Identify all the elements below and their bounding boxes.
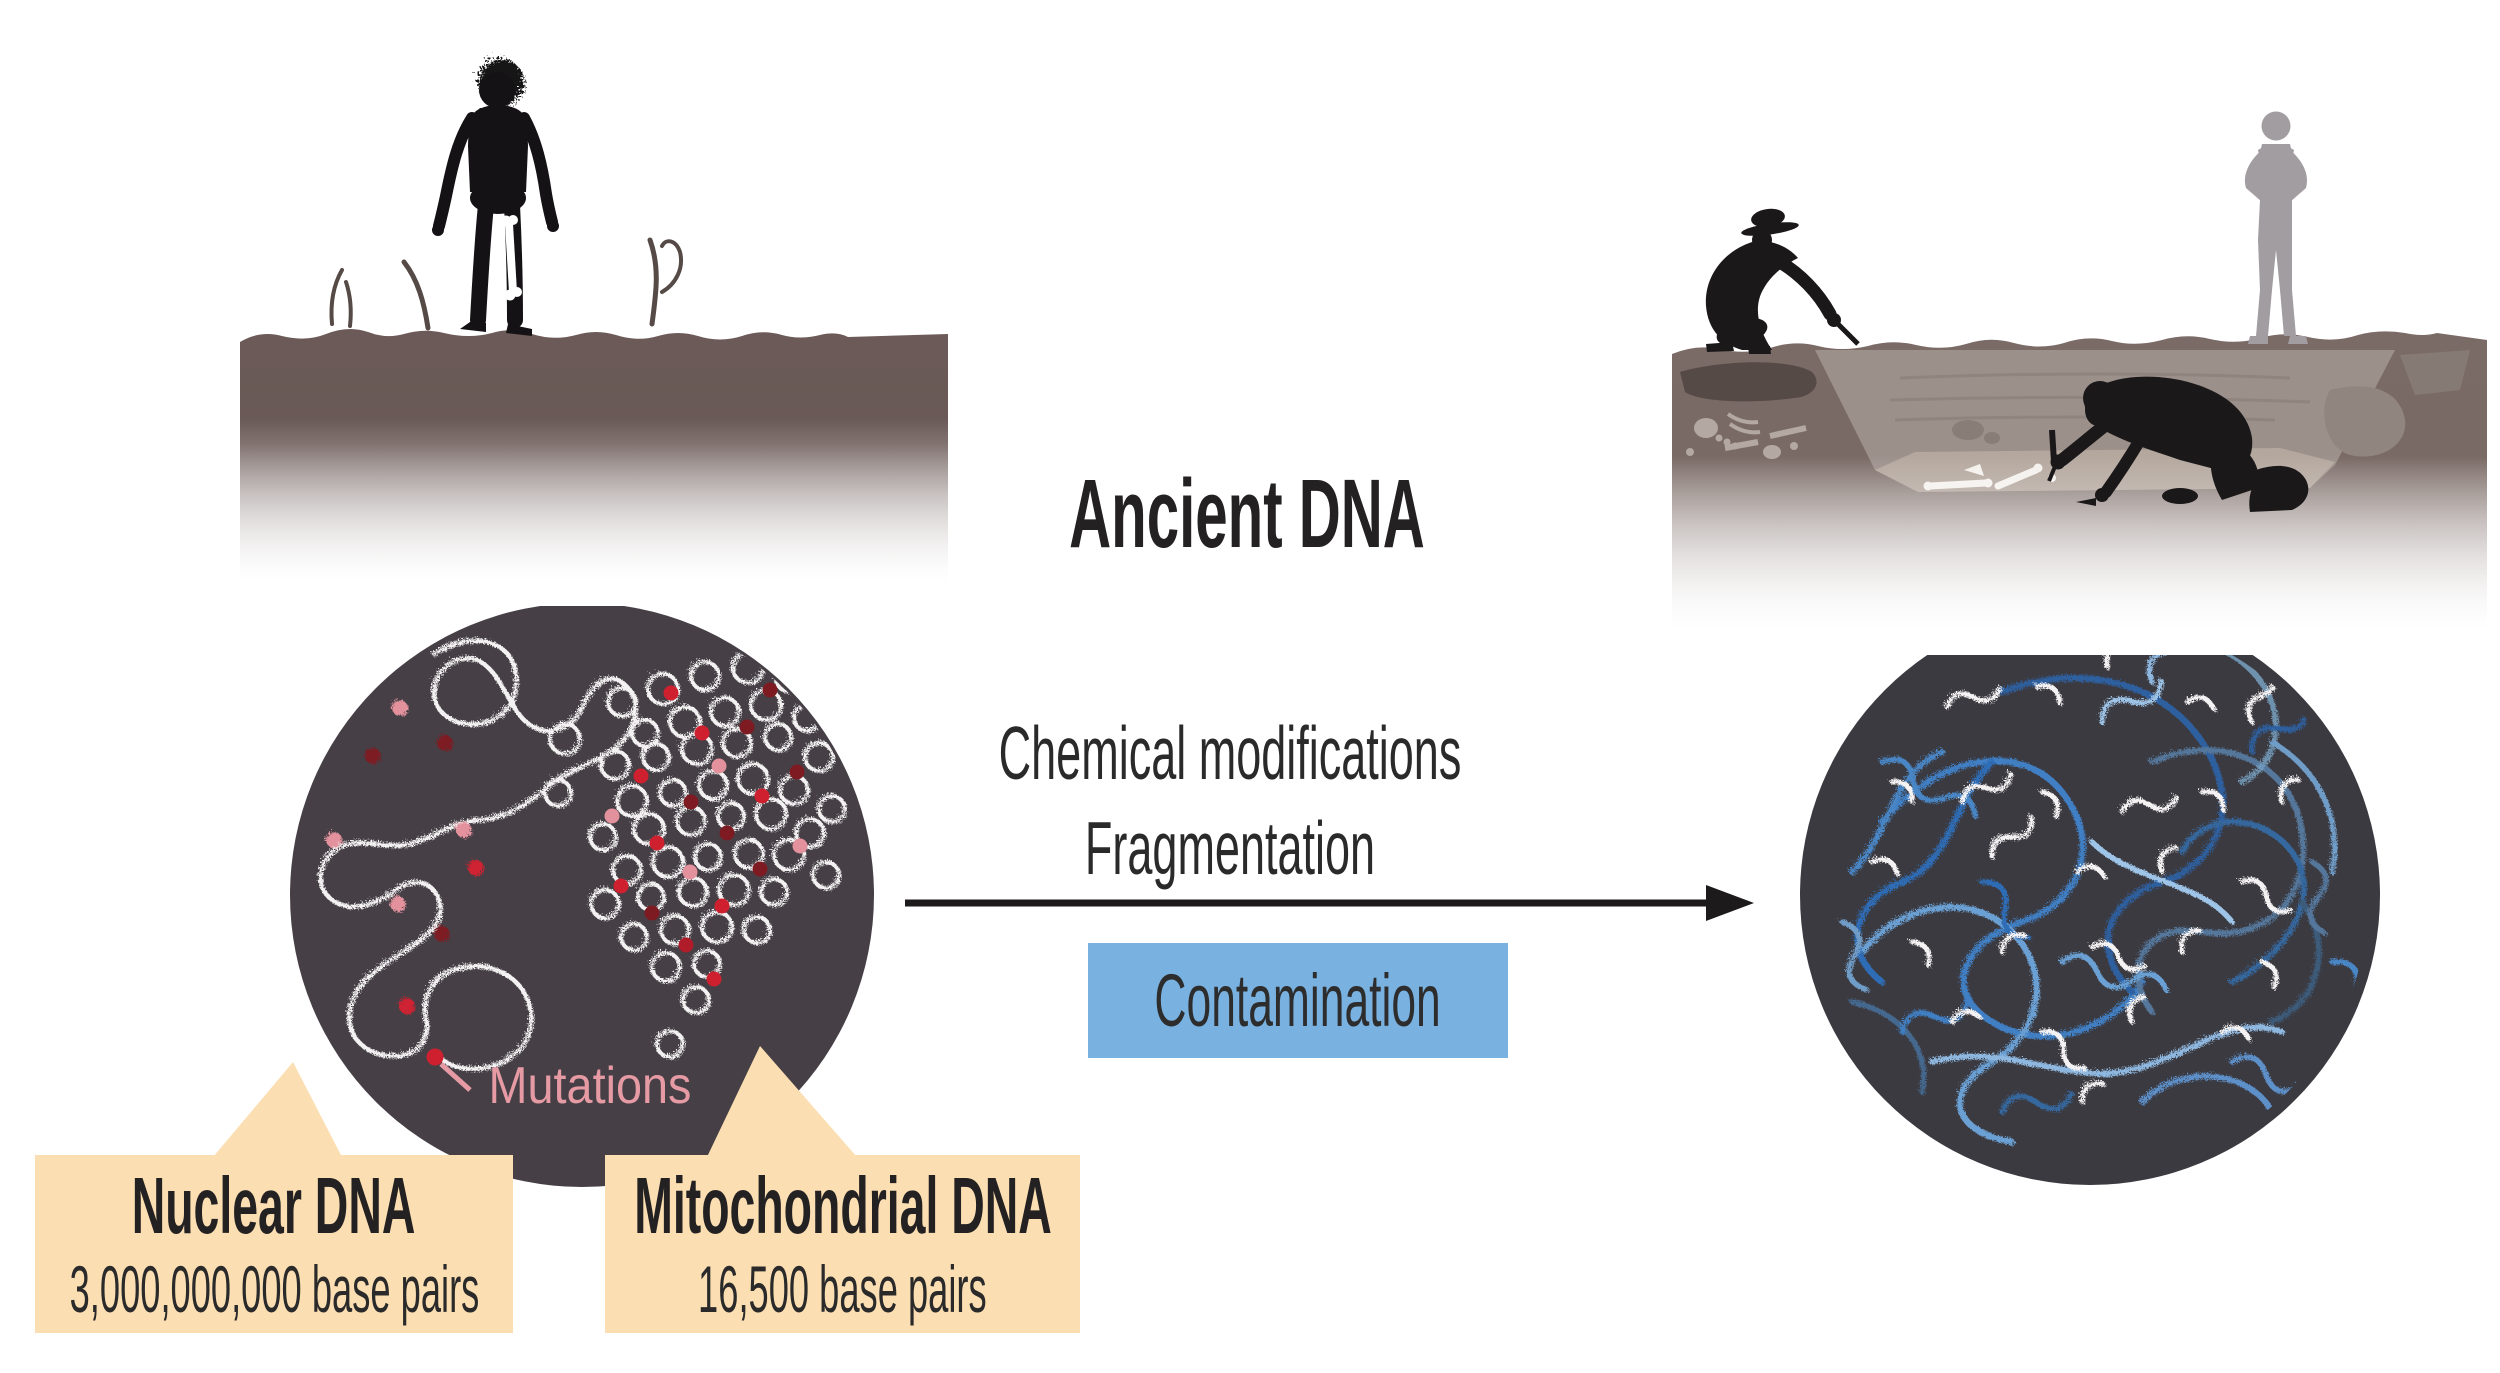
right-magnifier-circle	[1800, 605, 2380, 1185]
rock-small	[1984, 432, 2000, 444]
femur-bone	[500, 215, 522, 301]
magnifier-circle-right	[1800, 605, 2380, 1185]
left-magnifier-circle	[290, 603, 874, 1187]
callout-wedge-mitochondrial	[707, 1046, 857, 1157]
mutations-pointer-line	[439, 1062, 472, 1092]
hand-pick-tool	[1834, 320, 1860, 346]
pit-right-top-patch	[2400, 350, 2470, 395]
nuclear-dna-strand	[316, 636, 636, 1070]
mutations-label: Mutations	[488, 1057, 692, 1115]
fragmentation-label: Fragmentation	[1084, 805, 1376, 890]
observer-standing	[2244, 111, 2308, 344]
rock	[1952, 420, 1984, 440]
nuclear-dna-title: Nuclear DNA	[132, 1161, 416, 1250]
mutation-dots-mito	[604, 682, 836, 987]
soil-dark-streak	[1680, 362, 1817, 402]
nuclear-dna-subtitle: 3,000,000,000 base pairs	[69, 1252, 479, 1326]
boot	[2249, 465, 2309, 512]
page-title: Ancient DNA	[1069, 459, 1425, 568]
magnifier-circle-left	[290, 603, 874, 1187]
brush-tool	[2049, 429, 2057, 463]
grass-blades	[329, 237, 683, 331]
ground-fade-left	[240, 418, 948, 606]
hat-crown	[1751, 208, 1785, 228]
contamination-box: Contamination	[1088, 943, 1508, 1058]
mitochondrial-dna-title: Mitochondrial DNA	[633, 1161, 1052, 1250]
mutation-dots-nuclear	[324, 698, 482, 1012]
mitochondrial-dna-subtitle: 16,500 base pairs	[698, 1252, 987, 1326]
chemical-modifications-label: Chemical modifications	[998, 711, 1462, 795]
left-ground-scene	[240, 55, 948, 606]
pit-right-wall-patch	[2324, 386, 2406, 457]
hominin-silhouette	[432, 55, 559, 336]
mutation-dot	[426, 1048, 444, 1066]
contamination-label: Contamination	[1154, 959, 1442, 1042]
mitochondrial-dna-callout: Mitochondrial DNA 16,500 base pairs	[605, 1155, 1080, 1333]
process-labels: Chemical modifications Fragmentation	[999, 706, 1462, 895]
excavation-scene	[1672, 111, 2487, 655]
archaeologist-crouching	[1705, 208, 1860, 354]
archaeologist-kneeling	[2047, 376, 2309, 512]
arrow-right-icon	[905, 885, 1754, 921]
nuclear-dna-callout: Nuclear DNA 3,000,000,000 base pairs	[35, 1155, 513, 1333]
ground-fade-right	[1672, 455, 2487, 655]
callout-wedge-nuclear	[213, 1062, 342, 1157]
